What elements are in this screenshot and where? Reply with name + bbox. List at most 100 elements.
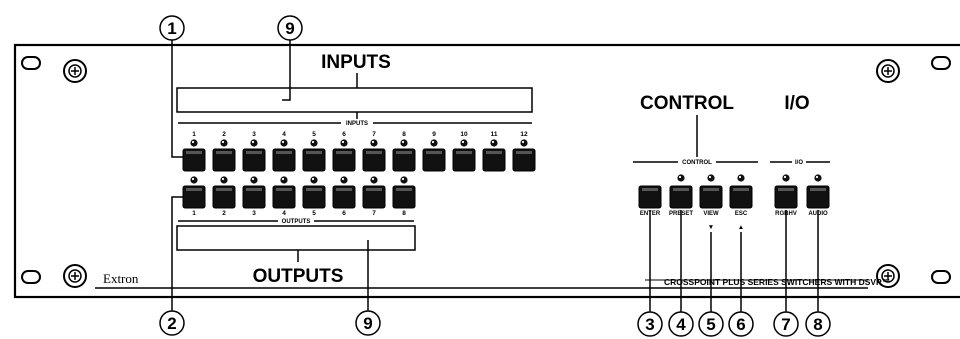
- callout-circle-1: [159, 15, 185, 41]
- control-label-esc: ESC: [735, 211, 748, 217]
- input-led-4: [280, 139, 288, 147]
- control-button-view[interactable]: [699, 185, 723, 209]
- control-button-esc[interactable]: [729, 185, 753, 209]
- callout-leader-2: [171, 196, 184, 311]
- input-button-2[interactable]: [212, 148, 236, 172]
- view-down-arrow-icon: ▼: [708, 224, 714, 231]
- control-button-preset[interactable]: [669, 185, 693, 209]
- input-button-number-6: 6: [342, 131, 346, 138]
- input-button-1[interactable]: [182, 148, 206, 172]
- output-led-6: [340, 176, 348, 184]
- input-led-5-glint: [311, 140, 315, 144]
- left-mounting-slot-bottom: [21, 270, 41, 284]
- control-label-view: VIEW: [703, 211, 719, 217]
- outputs-small-label: OUTPUTS: [282, 219, 311, 225]
- input-button-8[interactable]: [392, 148, 416, 172]
- callout-number-7: 7: [781, 315, 790, 334]
- output-led-2: [220, 176, 228, 184]
- callout-number-10: 9: [363, 314, 372, 333]
- output-button-number-7: 7: [372, 210, 376, 217]
- input-button-11[interactable]: [482, 148, 506, 172]
- input-button-9[interactable]: [422, 148, 446, 172]
- output-button-2[interactable]: [212, 185, 236, 209]
- screw-icon-top-left: [63, 59, 87, 83]
- output-button-7[interactable]: [362, 185, 386, 209]
- control-led-preset-glint: [678, 175, 682, 179]
- screw-icon-top-right: [876, 59, 900, 83]
- control-led-view: [707, 174, 715, 182]
- output-led-7: [370, 176, 378, 184]
- callout-circle-10: [355, 310, 381, 336]
- output-button-number-1: 1: [192, 210, 196, 217]
- output-led-8-glint: [401, 177, 405, 181]
- callout-circle-2: [159, 310, 185, 336]
- input-button-6-highlight: [336, 151, 352, 154]
- model-name-text: CROSSPOINT PLUS SERIES SWITCHERS WITH DS…: [664, 277, 890, 287]
- input-led-1: [190, 139, 198, 147]
- io-small-label: I/O: [795, 160, 803, 166]
- inputs-heading: INPUTS: [321, 52, 391, 73]
- output-led-1: [190, 176, 198, 184]
- input-led-6: [340, 139, 348, 147]
- callout-number-2: 2: [167, 314, 176, 333]
- control-led-esc-glint: [738, 175, 742, 179]
- io-button-audio-highlight: [810, 188, 826, 191]
- control-led-view-glint: [708, 175, 712, 179]
- input-button-1-highlight: [186, 151, 202, 154]
- control-button-preset-highlight: [673, 188, 689, 191]
- output-led-4-glint: [281, 177, 285, 181]
- output-led-2-glint: [221, 177, 225, 181]
- io-heading: I/O: [784, 93, 809, 114]
- input-led-3-glint: [251, 140, 255, 144]
- io-button-rgbhv-highlight: [778, 188, 794, 191]
- output-button-4[interactable]: [272, 185, 296, 209]
- output-button-7-highlight: [366, 188, 382, 191]
- input-button-number-11: 11: [491, 131, 498, 138]
- callout-number-3: 3: [645, 315, 654, 334]
- input-led-12-glint: [521, 140, 525, 144]
- input-led-2-glint: [221, 140, 225, 144]
- control-button-enter[interactable]: [638, 185, 662, 209]
- screw-icon-bottom-right: [876, 264, 900, 288]
- output-button-8-highlight: [396, 188, 412, 191]
- output-button-8[interactable]: [392, 185, 416, 209]
- input-button-number-9: 9: [432, 131, 436, 138]
- input-display-window: [176, 87, 533, 113]
- input-led-2: [220, 139, 228, 147]
- io-button-audio[interactable]: [806, 185, 830, 209]
- output-led-3: [250, 176, 258, 184]
- input-button-6[interactable]: [332, 148, 356, 172]
- output-button-5[interactable]: [302, 185, 326, 209]
- left-mounting-slot-top: [21, 56, 41, 70]
- input-button-10[interactable]: [452, 148, 476, 172]
- callout-circle-5: [698, 311, 724, 337]
- output-button-3[interactable]: [242, 185, 266, 209]
- output-led-6-glint: [341, 177, 345, 181]
- output-button-6[interactable]: [332, 185, 356, 209]
- input-button-5[interactable]: [302, 148, 326, 172]
- control-heading: CONTROL: [640, 93, 734, 114]
- input-button-4[interactable]: [272, 148, 296, 172]
- input-button-7[interactable]: [362, 148, 386, 172]
- input-led-11-glint: [491, 140, 495, 144]
- brand-logo-text: Extron: [103, 271, 139, 286]
- output-button-6-highlight: [336, 188, 352, 191]
- output-button-4-highlight: [276, 188, 292, 191]
- output-led-7-glint: [371, 177, 375, 181]
- input-button-number-2: 2: [222, 131, 226, 138]
- input-button-12[interactable]: [512, 148, 536, 172]
- output-led-5: [310, 176, 318, 184]
- input-button-number-1: 1: [192, 131, 196, 138]
- input-button-3[interactable]: [242, 148, 266, 172]
- output-led-5-glint: [311, 177, 315, 181]
- output-led-3-glint: [251, 177, 255, 181]
- input-led-5: [310, 139, 318, 147]
- input-led-8-glint: [401, 140, 405, 144]
- input-button-number-3: 3: [252, 131, 256, 138]
- callout-circle-7: [773, 311, 799, 337]
- inputs-small-label: INPUTS: [346, 121, 368, 127]
- io-button-rgbhv[interactable]: [774, 185, 798, 209]
- output-button-1-highlight: [186, 188, 202, 191]
- control-led-preset: [677, 174, 685, 182]
